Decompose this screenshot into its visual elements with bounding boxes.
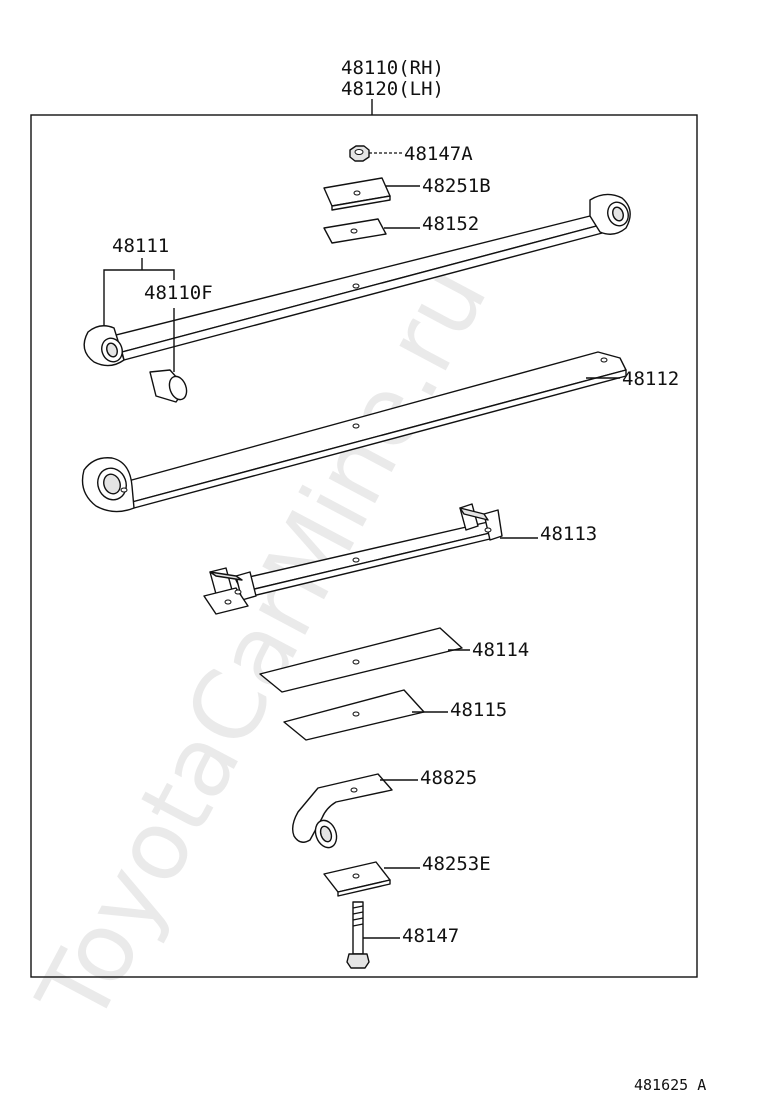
- assembly-label-rh[interactable]: 48110(RH): [341, 57, 444, 79]
- bushing-48110F-drawing: [149, 369, 188, 403]
- diagram-reference-code: 481625 A: [634, 1076, 706, 1094]
- plate-48114-drawing: [259, 627, 463, 693]
- part-label-48112[interactable]: 48112: [622, 368, 679, 390]
- leader-48111: [103, 269, 175, 326]
- part-label-48253E[interactable]: 48253E: [422, 853, 491, 875]
- nut-48147A-drawing: [349, 145, 370, 162]
- part-label-48113[interactable]: 48113: [540, 523, 597, 545]
- part-label-48147A[interactable]: 48147A: [404, 143, 473, 165]
- part-label-48251B[interactable]: 48251B: [422, 175, 491, 197]
- part-label-48115[interactable]: 48115: [450, 699, 507, 721]
- assembly-label-lh[interactable]: 48120(LH): [341, 78, 444, 100]
- part-label-48114[interactable]: 48114: [472, 639, 529, 661]
- leaf-48113-drawing: [203, 503, 503, 615]
- part-label-48110F[interactable]: 48110F: [144, 282, 213, 304]
- plate-48251B-drawing: [323, 177, 391, 211]
- main-leaf-48111-drawing: [83, 193, 631, 367]
- plate-48115-drawing: [283, 689, 425, 741]
- assembly-frame: [30, 114, 698, 978]
- part-label-48825[interactable]: 48825: [420, 767, 477, 789]
- part-label-48152[interactable]: 48152: [422, 213, 479, 235]
- plate-48152-drawing: [323, 218, 387, 244]
- bolt-48147-drawing: [346, 901, 370, 969]
- bracket-48825-drawing: [291, 773, 393, 849]
- part-label-48111[interactable]: 48111: [112, 235, 169, 257]
- leaf-48112-drawing: [81, 351, 627, 513]
- part-label-48147[interactable]: 48147: [402, 925, 459, 947]
- plate-48253E-drawing: [323, 861, 391, 897]
